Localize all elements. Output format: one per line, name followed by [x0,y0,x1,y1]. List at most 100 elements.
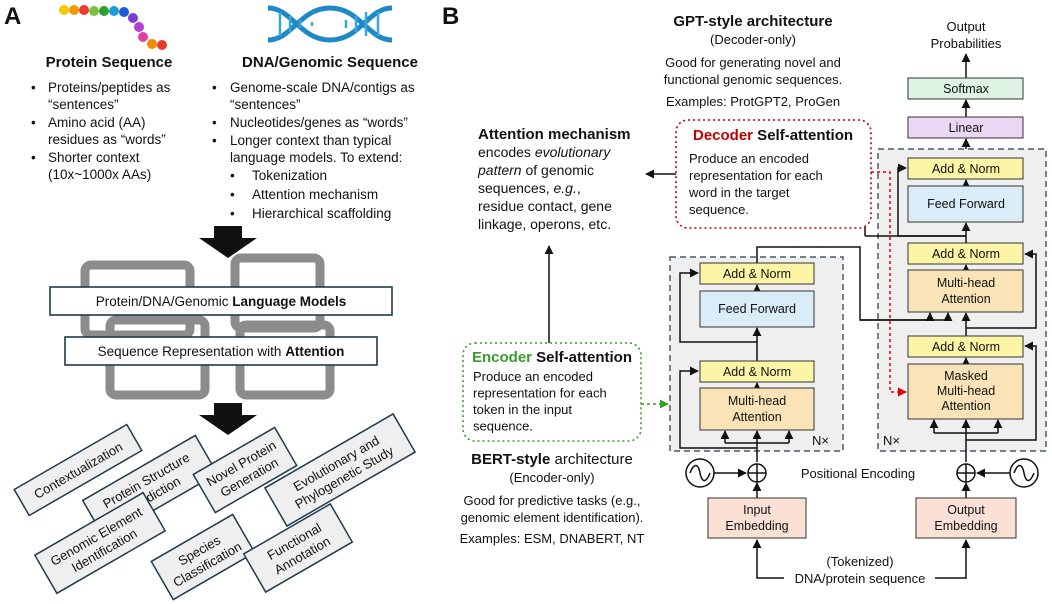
protein-bullet-text: (10x~1000x AAs) [48,167,151,182]
gpt-desc-1: Good for generating novel and [665,55,841,70]
bert-examples: Examples: ESM, DNABERT, NT [460,531,645,546]
softmax-box [907,77,1024,100]
dna-bullet-list: •Genome-scale DNA/contigs as“sentences”•… [212,80,415,221]
panel-b-label: B [442,3,459,30]
gpt-examples: Examples: ProtGPT2, ProGen [666,94,840,109]
protein-bullet-text: residues as “words” [48,132,166,147]
attention-mechanism-span: linkage, operons, etc. [478,216,611,232]
protein-bullet-text: Proteins/peptides as [48,80,171,95]
protein-bullet-text: Amino acid (AA) [48,115,146,130]
attn-bold: Attention [285,344,344,359]
dna-sub-bullet-text: Attention mechanism [252,187,378,202]
lm-bold: Language Models [232,294,346,309]
bullet-dot: • [31,115,36,130]
decoder-nx: N× [883,433,900,448]
decoder-feed-forward-label: Feed Forward [927,197,1005,211]
decoder-feed-forward [907,185,1024,223]
decoder-callout-line: representation for each [689,168,823,183]
encoder-residual-ff [679,268,757,343]
sub-bullet-dot: • [230,206,235,221]
dna-sub-bullet-text: Hierarchical scaffolding [252,206,391,221]
attention-mechanism-span: encodes [478,144,535,160]
decoder-residual-masked [966,341,1037,441]
decoder-callout-label-rest: Self-attention [753,127,853,144]
dna-bullet-text: Nucleotides/genes as “words” [230,115,408,130]
attention-mechanism-title: Attention mechanism [478,126,631,143]
decoder-mha-label-1: Multi-head [937,276,995,290]
output-embedding-box [915,497,1017,539]
grey-stacked-squares [80,253,335,400]
protein-sequence-title: Protein Sequence [46,54,173,71]
output-embedding-2: Embedding [934,519,997,533]
bert-title-rest: architecture [550,451,633,468]
attention-box-text: Sequence Representation with Attention [98,344,345,359]
bullet-dot: • [212,115,217,130]
output-probabilities-2: Probabilities [931,36,1002,51]
input-embedding-2: Embedding [725,519,788,533]
decoder-add-norm-1-label: Add & Norm [932,340,1000,354]
softmax-label: Softmax [943,82,990,96]
attention-mechanism-span: e.g. [554,180,577,196]
task-box-frame [33,491,167,595]
decoder-self-attention-callout [675,119,872,229]
encoder-multi-head-attention [699,387,815,431]
encoder-self-attention-callout [462,342,642,442]
output-embedding-1: Output [947,503,985,517]
decoder-callout-label: Decoder [693,127,753,144]
encoder-mha-label-1: Multi-head [728,394,786,408]
attention-mechanism-span: residue contact, gene [478,198,612,214]
attention-mechanism-span: sequences, [478,180,554,196]
encoder-nx: N× [812,433,829,448]
dna-bullet-text: Longer context than typical [230,133,391,148]
attention-mechanism-span: evolutionary [535,144,611,160]
attention-mechanism-line: sequences, e.g., [478,180,581,196]
language-models-box [49,286,393,316]
task-box-frame [13,423,143,517]
dna-bullet-text: Genome-scale DNA/contigs as [230,80,415,95]
lm-prefix: Protein/DNA/Genomic [96,294,233,309]
decoder-add-norm-3-label: Add & Norm [932,162,1000,176]
down-arrow-1 [199,226,257,258]
dna-helix-icon [267,5,393,43]
encoder-residual-mha [679,366,757,449]
decoder-masked-attention [907,363,1024,420]
encoder-feed-forward-label: Feed Forward [718,302,796,316]
decoder-residual-mha [966,249,1037,329]
masked-label-1: Masked [944,369,988,383]
attention-mechanism-span: , [577,180,581,196]
masked-label-3: Attention [941,399,990,413]
token-to-input-arrow [752,539,784,579]
encoder-callout-title: Encoder Self-attention [472,349,632,366]
positional-encoding-label: Positional Encoding [801,466,915,481]
input-embedding-box [707,497,807,539]
encoder-callout-line: sequence. [473,419,533,434]
decoder-callout-line: word in the target [688,185,790,200]
gpt-subtitle: (Decoder-only) [710,32,796,47]
sub-bullet-dot: • [230,187,235,202]
input-embedding-1: Input [743,503,771,517]
protein-bullet-text: Shorter context [48,150,140,165]
dna-bullet-text: language models. To extend: [230,150,402,165]
panel-a-label: A [4,3,21,30]
tokenized-label-1: (Tokenized) [826,554,893,569]
decoder-callout-red-pointer [871,171,907,397]
encoder-add-norm-1-label: Add & Norm [723,365,791,379]
decoder-sine-path [1013,464,1035,482]
task-box-frame [242,502,354,594]
encoder-callout-label: Encoder [472,349,532,366]
task-box-frame [263,412,417,528]
bert-title: BERT-style architecture [471,451,633,468]
gpt-title: GPT-style architecture [673,13,832,30]
encoder-sine-path [689,464,711,482]
decoder-callout-line: sequence. [689,202,749,217]
encoder-add-norm-1 [699,360,815,383]
protein-chain-icon [59,5,167,50]
encoder-callout-line: Produce an encoded [473,369,593,384]
bullet-dot: • [31,80,36,95]
